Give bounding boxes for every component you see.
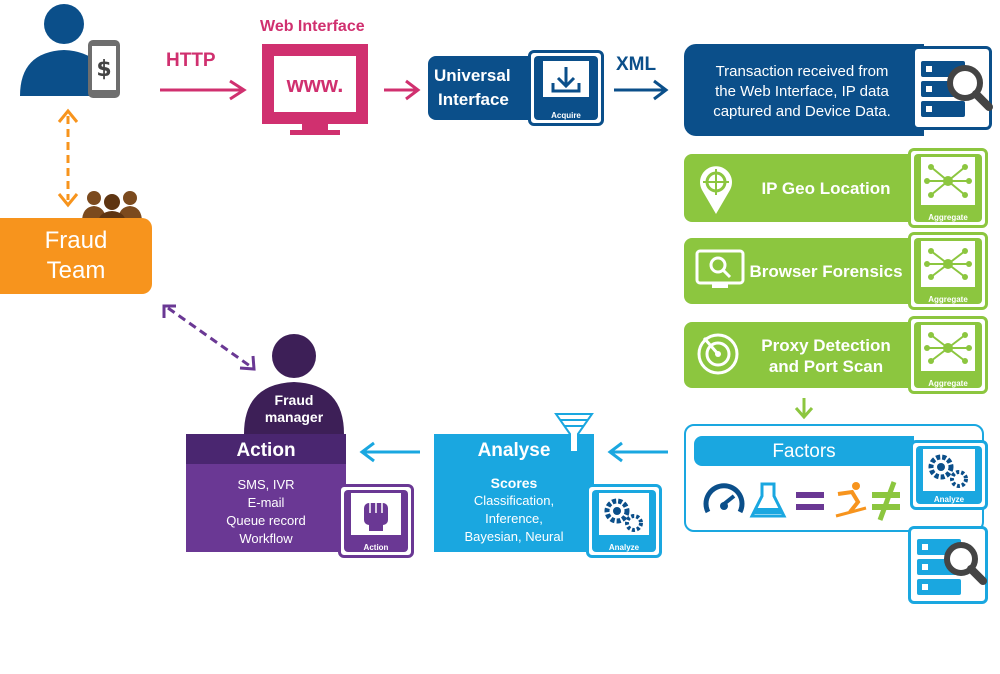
proxy-detection-text: Proxy Detection and Port Scan	[742, 335, 910, 377]
arrow-to-analyse	[607, 441, 668, 463]
web-monitor: www.	[262, 44, 368, 136]
browser-forensics-label: Browser Forensics	[749, 262, 903, 281]
analyze-badge-factors: Analyze	[910, 440, 988, 510]
user-with-phone: $	[14, 0, 134, 104]
fraud-manager-label: Fraud manager	[244, 392, 344, 426]
analyse-title: Analyse	[477, 440, 551, 461]
aggregate-badge-3: Aggregate	[908, 316, 988, 394]
transaction-line2: the Web Interface, IP data	[715, 83, 889, 100]
analyse-list: Classification, Inference, Bayesian, Neu…	[444, 492, 584, 546]
dollar-icon: $	[96, 57, 111, 82]
fraud-team-line2: Team	[46, 257, 106, 284]
analyse-box	[434, 434, 594, 552]
gauge-icon	[703, 483, 745, 514]
aggregate-caption-2: Aggregate	[928, 295, 968, 304]
analyse-item: Bayesian, Neural	[464, 529, 564, 544]
arrow-web-to-ui	[384, 79, 421, 101]
transaction-line1: Transaction received from	[715, 63, 889, 80]
analyze-caption-factors: Analyze	[933, 495, 965, 504]
universal-interface-line2: Interface	[438, 90, 509, 109]
analyse-item: Classification,	[473, 493, 555, 508]
network-icon	[921, 325, 975, 371]
transaction-box	[684, 44, 924, 136]
action-header	[186, 434, 346, 464]
xml-label: XML	[616, 54, 657, 75]
fist-icon	[351, 493, 401, 535]
download-icon	[543, 61, 589, 97]
www-text: www.	[286, 72, 344, 97]
arrow-http	[160, 79, 247, 101]
arrow-team-manager	[162, 304, 256, 371]
acquire-badge: Acquire	[528, 50, 604, 126]
fraud-manager-line2: manager	[264, 409, 324, 425]
fraud-manager-icon	[244, 334, 344, 434]
proxy-line2: and Port Scan	[768, 357, 884, 376]
aggregate-badge-2: Aggregate	[908, 232, 988, 310]
ip-geo-label: IP Geo Location	[761, 179, 891, 198]
analyze-badge-analyse: Analyze	[586, 484, 662, 558]
arrow-user-team	[57, 108, 79, 208]
network-icon	[921, 157, 975, 205]
analyse-scores: Scores	[490, 475, 538, 491]
action-caption: Action	[363, 543, 389, 552]
http-label: HTTP	[166, 50, 216, 71]
radar-icon	[697, 333, 739, 375]
arrow-xml	[614, 79, 669, 101]
action-list: SMS, IVR E-mail Queue record Workflow	[196, 476, 336, 548]
fraud-team-label: Fraud Team	[0, 226, 152, 286]
universal-interface-box	[428, 56, 540, 120]
server-search-icon	[917, 539, 987, 595]
action-title: Action	[236, 440, 296, 461]
aggregate-caption-3: Aggregate	[928, 379, 968, 388]
equals-icon	[796, 492, 824, 510]
flask-icon	[749, 482, 787, 518]
fraud-team-line1: Fraud	[44, 227, 108, 254]
proxy-line1: Proxy Detection	[761, 336, 891, 355]
gears-icon	[923, 449, 975, 491]
analyse-item: Inference,	[485, 511, 543, 526]
arrow-to-factors	[794, 398, 814, 420]
action-item: Workflow	[239, 531, 293, 546]
user-with-phone-icon: $	[20, 4, 120, 98]
server-search-icon	[921, 61, 993, 117]
server-search-badge-top	[912, 46, 993, 130]
aggregate-badge-1: Aggregate	[908, 148, 988, 228]
action-item: Queue record	[226, 513, 306, 528]
factors-label: Factors	[772, 441, 836, 462]
factors-icons	[703, 481, 900, 521]
action-item: SMS, IVR	[237, 477, 295, 492]
network-icon	[921, 241, 975, 287]
factors-header	[694, 436, 914, 466]
acquire-caption: Acquire	[551, 111, 581, 120]
proxy-detection-box	[684, 322, 910, 388]
web-interface-label: Web Interface	[260, 18, 365, 35]
action-badge: Action	[338, 484, 414, 558]
monitor-icon	[262, 44, 368, 135]
arrow-to-action	[359, 441, 420, 463]
browser-search-icon	[695, 249, 745, 288]
transaction-text: Transaction received from the Web Interf…	[692, 62, 912, 122]
funnel-icon	[554, 413, 594, 453]
skier-icon	[835, 482, 867, 518]
aggregate-caption-1: Aggregate	[928, 213, 968, 222]
server-search-badge-bottom	[908, 526, 988, 604]
analyze-caption-analyse: Analyze	[608, 543, 640, 552]
fraud-team-box	[0, 218, 152, 294]
gears-icon	[599, 493, 649, 535]
not-equal-icon	[872, 481, 900, 521]
fraud-manager-line1: Fraud	[274, 392, 314, 408]
location-pin-icon	[700, 166, 732, 214]
universal-interface-line1: Universal	[434, 66, 511, 85]
transaction-line3: captured and Device Data.	[713, 103, 891, 120]
action-item: E-mail	[247, 495, 285, 510]
